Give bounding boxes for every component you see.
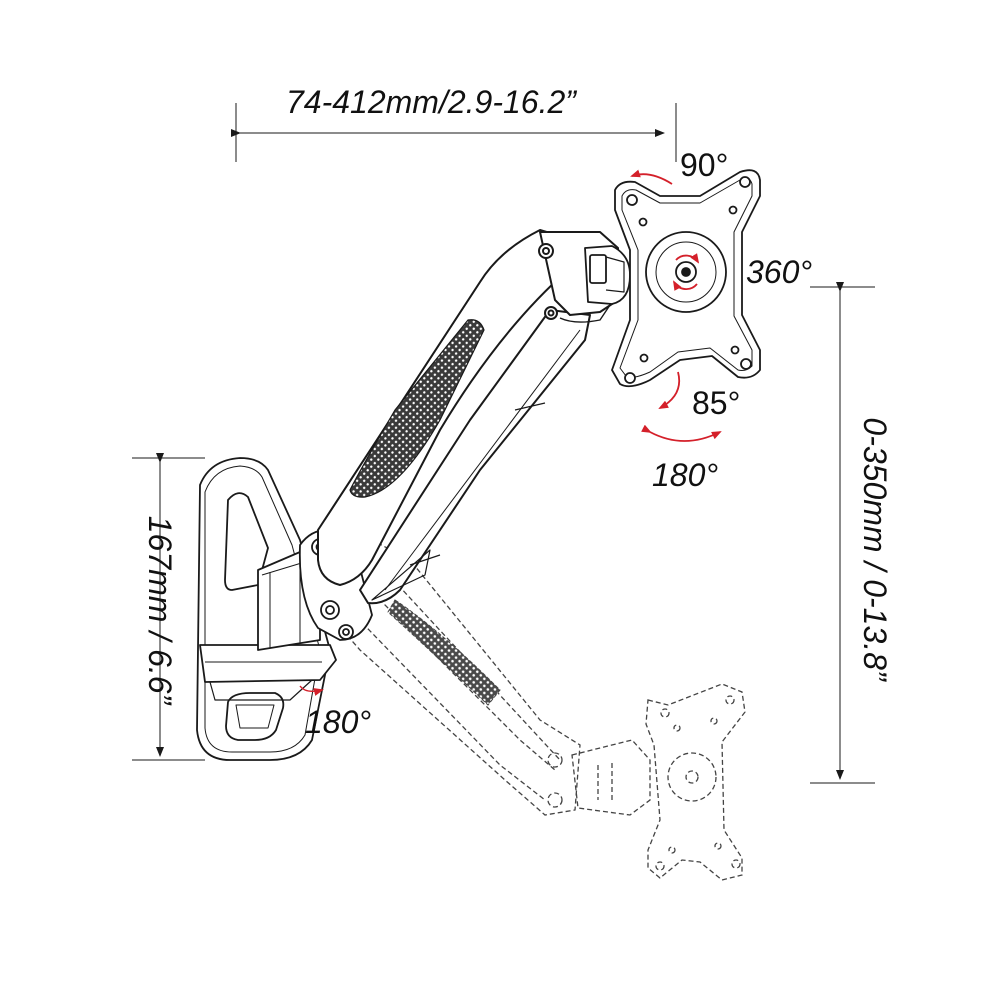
rotate-arrow-a bbox=[675, 253, 700, 264]
swivel-base-arrow bbox=[299, 685, 324, 696]
tilt-joint bbox=[584, 245, 631, 305]
swivel-head-label: 180° bbox=[652, 457, 719, 493]
ghost-mesh bbox=[387, 599, 501, 706]
wall-bracket bbox=[196, 457, 337, 761]
vesa-plate bbox=[611, 169, 761, 388]
wall-plate-height-label: 167mm / 6.6” bbox=[142, 515, 178, 705]
tilt-down-label: 85° bbox=[692, 385, 741, 421]
tilt-down-arrow bbox=[658, 371, 681, 409]
rotate-label: 360° bbox=[746, 254, 813, 290]
swivel-head-arrow bbox=[641, 424, 722, 442]
arm-extension-label: 74-412mm/2.9-16.2” bbox=[286, 84, 576, 120]
height-adjustment-label: 0-350mm / 0-13.8” bbox=[857, 417, 893, 681]
tilt-up-arrow bbox=[630, 169, 673, 185]
rotation-arrows bbox=[299, 169, 722, 696]
rotate-arrow-b bbox=[673, 280, 698, 291]
dimension-lines bbox=[132, 103, 875, 784]
swivel-base-label: 180° bbox=[305, 704, 372, 740]
main-arm bbox=[317, 229, 619, 605]
tilt-up-label: 90° bbox=[680, 147, 729, 183]
